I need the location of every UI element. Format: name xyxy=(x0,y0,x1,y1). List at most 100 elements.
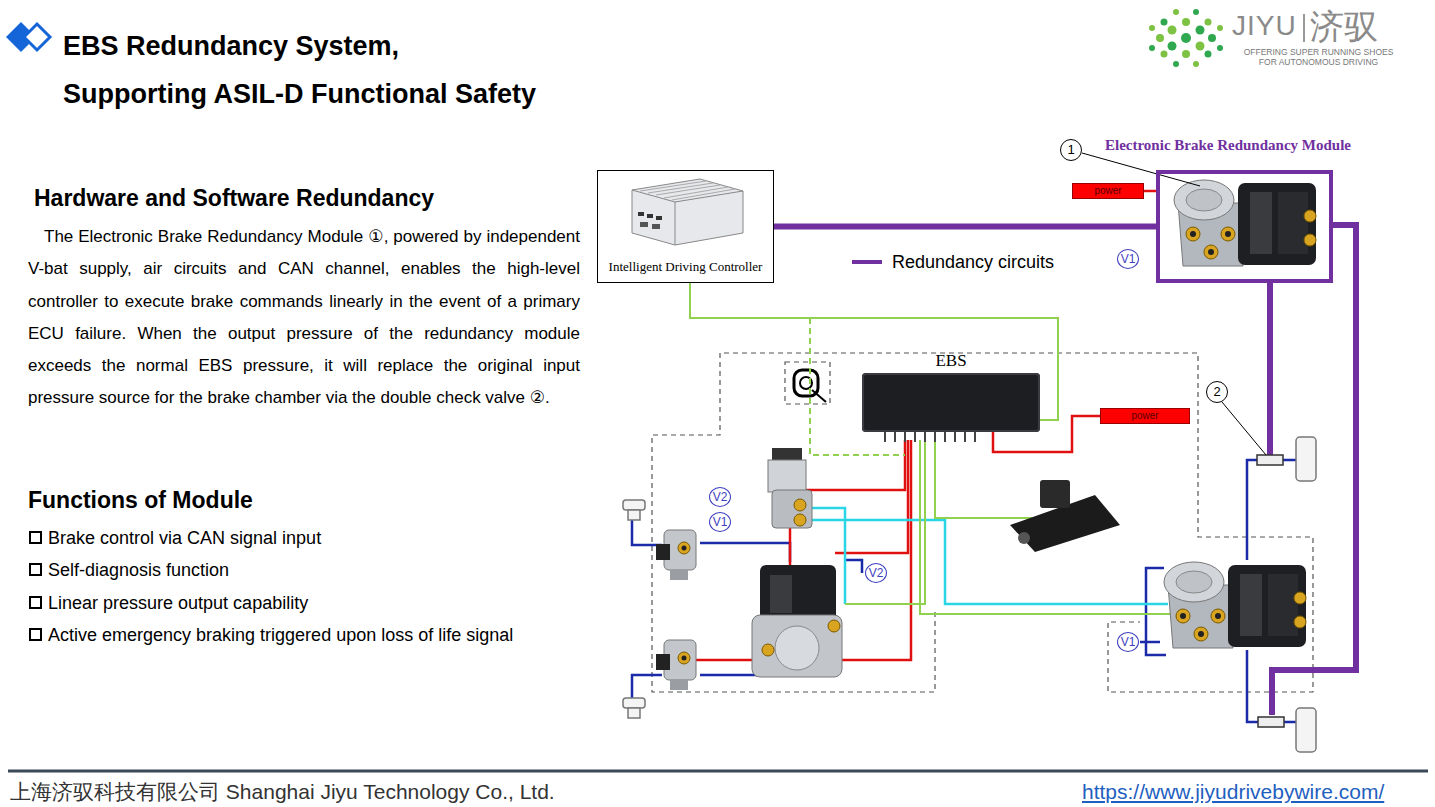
air-line-blue xyxy=(700,674,760,677)
logo-dots xyxy=(1193,9,1199,15)
brake-chamber xyxy=(628,708,640,718)
logo-tagline: OFFERING SUPER RUNNING SHOES FOR AUTONOM… xyxy=(1236,47,1401,67)
relay-valve xyxy=(768,448,812,528)
callout-leader xyxy=(1222,402,1266,455)
brake-chamber xyxy=(623,437,1316,752)
legend-sample xyxy=(852,262,882,263)
group-outline xyxy=(652,353,1313,692)
power-wire xyxy=(1144,190,1156,193)
logo-dots xyxy=(1208,34,1216,42)
power-wire xyxy=(993,416,1100,452)
controller-computer xyxy=(647,214,653,218)
group-outline xyxy=(652,353,1313,692)
ebs-connector-pins xyxy=(885,432,975,442)
double-check-valve xyxy=(1257,455,1283,465)
yaw-sensor xyxy=(1010,480,1120,552)
illustration xyxy=(656,530,696,580)
valve-port-label: V1 xyxy=(1117,249,1139,269)
foot-brake-module xyxy=(775,626,819,670)
logo-dots xyxy=(1217,45,1223,51)
logo-dots xyxy=(1161,51,1168,58)
controller-computer xyxy=(656,216,662,220)
logo-dots xyxy=(1193,61,1199,67)
redundancy-air-line xyxy=(1267,283,1273,455)
title-diamond xyxy=(6,22,50,52)
callout-number: 2 xyxy=(1206,381,1228,403)
controller-computer xyxy=(652,224,660,229)
double-check-valve xyxy=(1258,717,1284,727)
brake-chamber xyxy=(628,510,640,520)
power-box: power xyxy=(1100,408,1190,424)
logo-dots xyxy=(1196,26,1205,35)
signal-wire-green xyxy=(810,318,1170,614)
bullet-square xyxy=(30,564,41,575)
logo-dots xyxy=(1168,26,1177,35)
controller-computer xyxy=(632,190,743,245)
logo-dots xyxy=(1173,61,1179,67)
function-bullet: Brake control via CAN signal input xyxy=(48,527,321,549)
function-bullet: Active emergency braking triggered upon … xyxy=(48,624,513,646)
controller-computer xyxy=(640,181,735,200)
logo-dots xyxy=(1196,42,1205,51)
function-bullet: Linear pressure output capability xyxy=(48,592,308,614)
ebs-connector-pins xyxy=(885,432,975,442)
section-heading: Hardware and Software Redundancy xyxy=(34,183,434,213)
signal-wire-green xyxy=(920,440,1170,614)
air-line-blue xyxy=(632,675,662,700)
valve-port-label: V1 xyxy=(1117,632,1139,652)
yaw-sensor xyxy=(1018,532,1030,544)
logo-wordmark: JIYU xyxy=(1232,10,1297,42)
air-line-blue xyxy=(700,543,790,562)
logo-dots xyxy=(1168,42,1177,51)
redundancy-circuit xyxy=(774,224,1156,230)
logo-dots xyxy=(1149,45,1155,51)
power-label: power xyxy=(1101,409,1189,423)
illustration xyxy=(1174,180,1316,266)
logo-dots xyxy=(1156,34,1164,42)
controller-label: Intelligent Driving Controller xyxy=(598,259,773,275)
signal-wire-green xyxy=(845,440,925,604)
bullet-square xyxy=(30,532,41,543)
air-line-blue xyxy=(1282,459,1296,462)
foot-brake-module xyxy=(760,565,836,621)
valve-port-label: V1 xyxy=(709,512,731,532)
brake-chamber xyxy=(1296,437,1316,481)
power-box: power xyxy=(1072,183,1144,199)
logo-dots xyxy=(1161,19,1168,26)
relay-valve xyxy=(794,499,806,511)
logo-dots xyxy=(1182,50,1190,58)
bullet-square xyxy=(30,629,41,640)
relay-valve xyxy=(768,460,806,492)
logo-dots xyxy=(1173,9,1179,15)
pressure-sensor xyxy=(794,370,826,402)
brake-chamber xyxy=(1296,708,1316,752)
ebs-label: EBS xyxy=(862,351,1040,371)
footer-rule xyxy=(8,770,1428,773)
legend-sample xyxy=(852,260,882,264)
foot-brake-module xyxy=(752,565,842,677)
foot-brake-module xyxy=(828,620,840,632)
logo-dots xyxy=(1182,18,1190,26)
logo-dots xyxy=(1181,33,1191,43)
controller-computer xyxy=(632,179,743,245)
group-outline xyxy=(785,362,830,404)
relay-valve xyxy=(794,514,806,526)
footer-url: https://www.jiyudrivebywire.com/ xyxy=(1082,779,1384,805)
body-paragraph: The Electronic Brake Redundancy Module ①… xyxy=(28,221,580,415)
logo-dots xyxy=(1205,19,1212,26)
air-line-blue xyxy=(845,560,862,573)
function-bullet: Self-diagnosis function xyxy=(48,559,229,581)
foot-brake-module xyxy=(762,644,774,656)
air-line-blue xyxy=(1140,641,1160,644)
signal-wire-red xyxy=(805,440,905,490)
module-heading: Electronic Brake Redundancy Module xyxy=(1105,136,1351,154)
air-line-blue xyxy=(632,520,662,545)
pressure-sensor xyxy=(812,390,826,402)
title-diamond xyxy=(24,24,50,50)
logo-dots xyxy=(1149,25,1155,31)
redundancy-module-box: Electronic Brake Redundancy Module xyxy=(1156,170,1333,283)
brake-chamber xyxy=(623,500,645,510)
controller-box: Intelligent Driving Controller xyxy=(597,170,774,283)
ebs-ecu-box: EBS xyxy=(862,373,1040,432)
